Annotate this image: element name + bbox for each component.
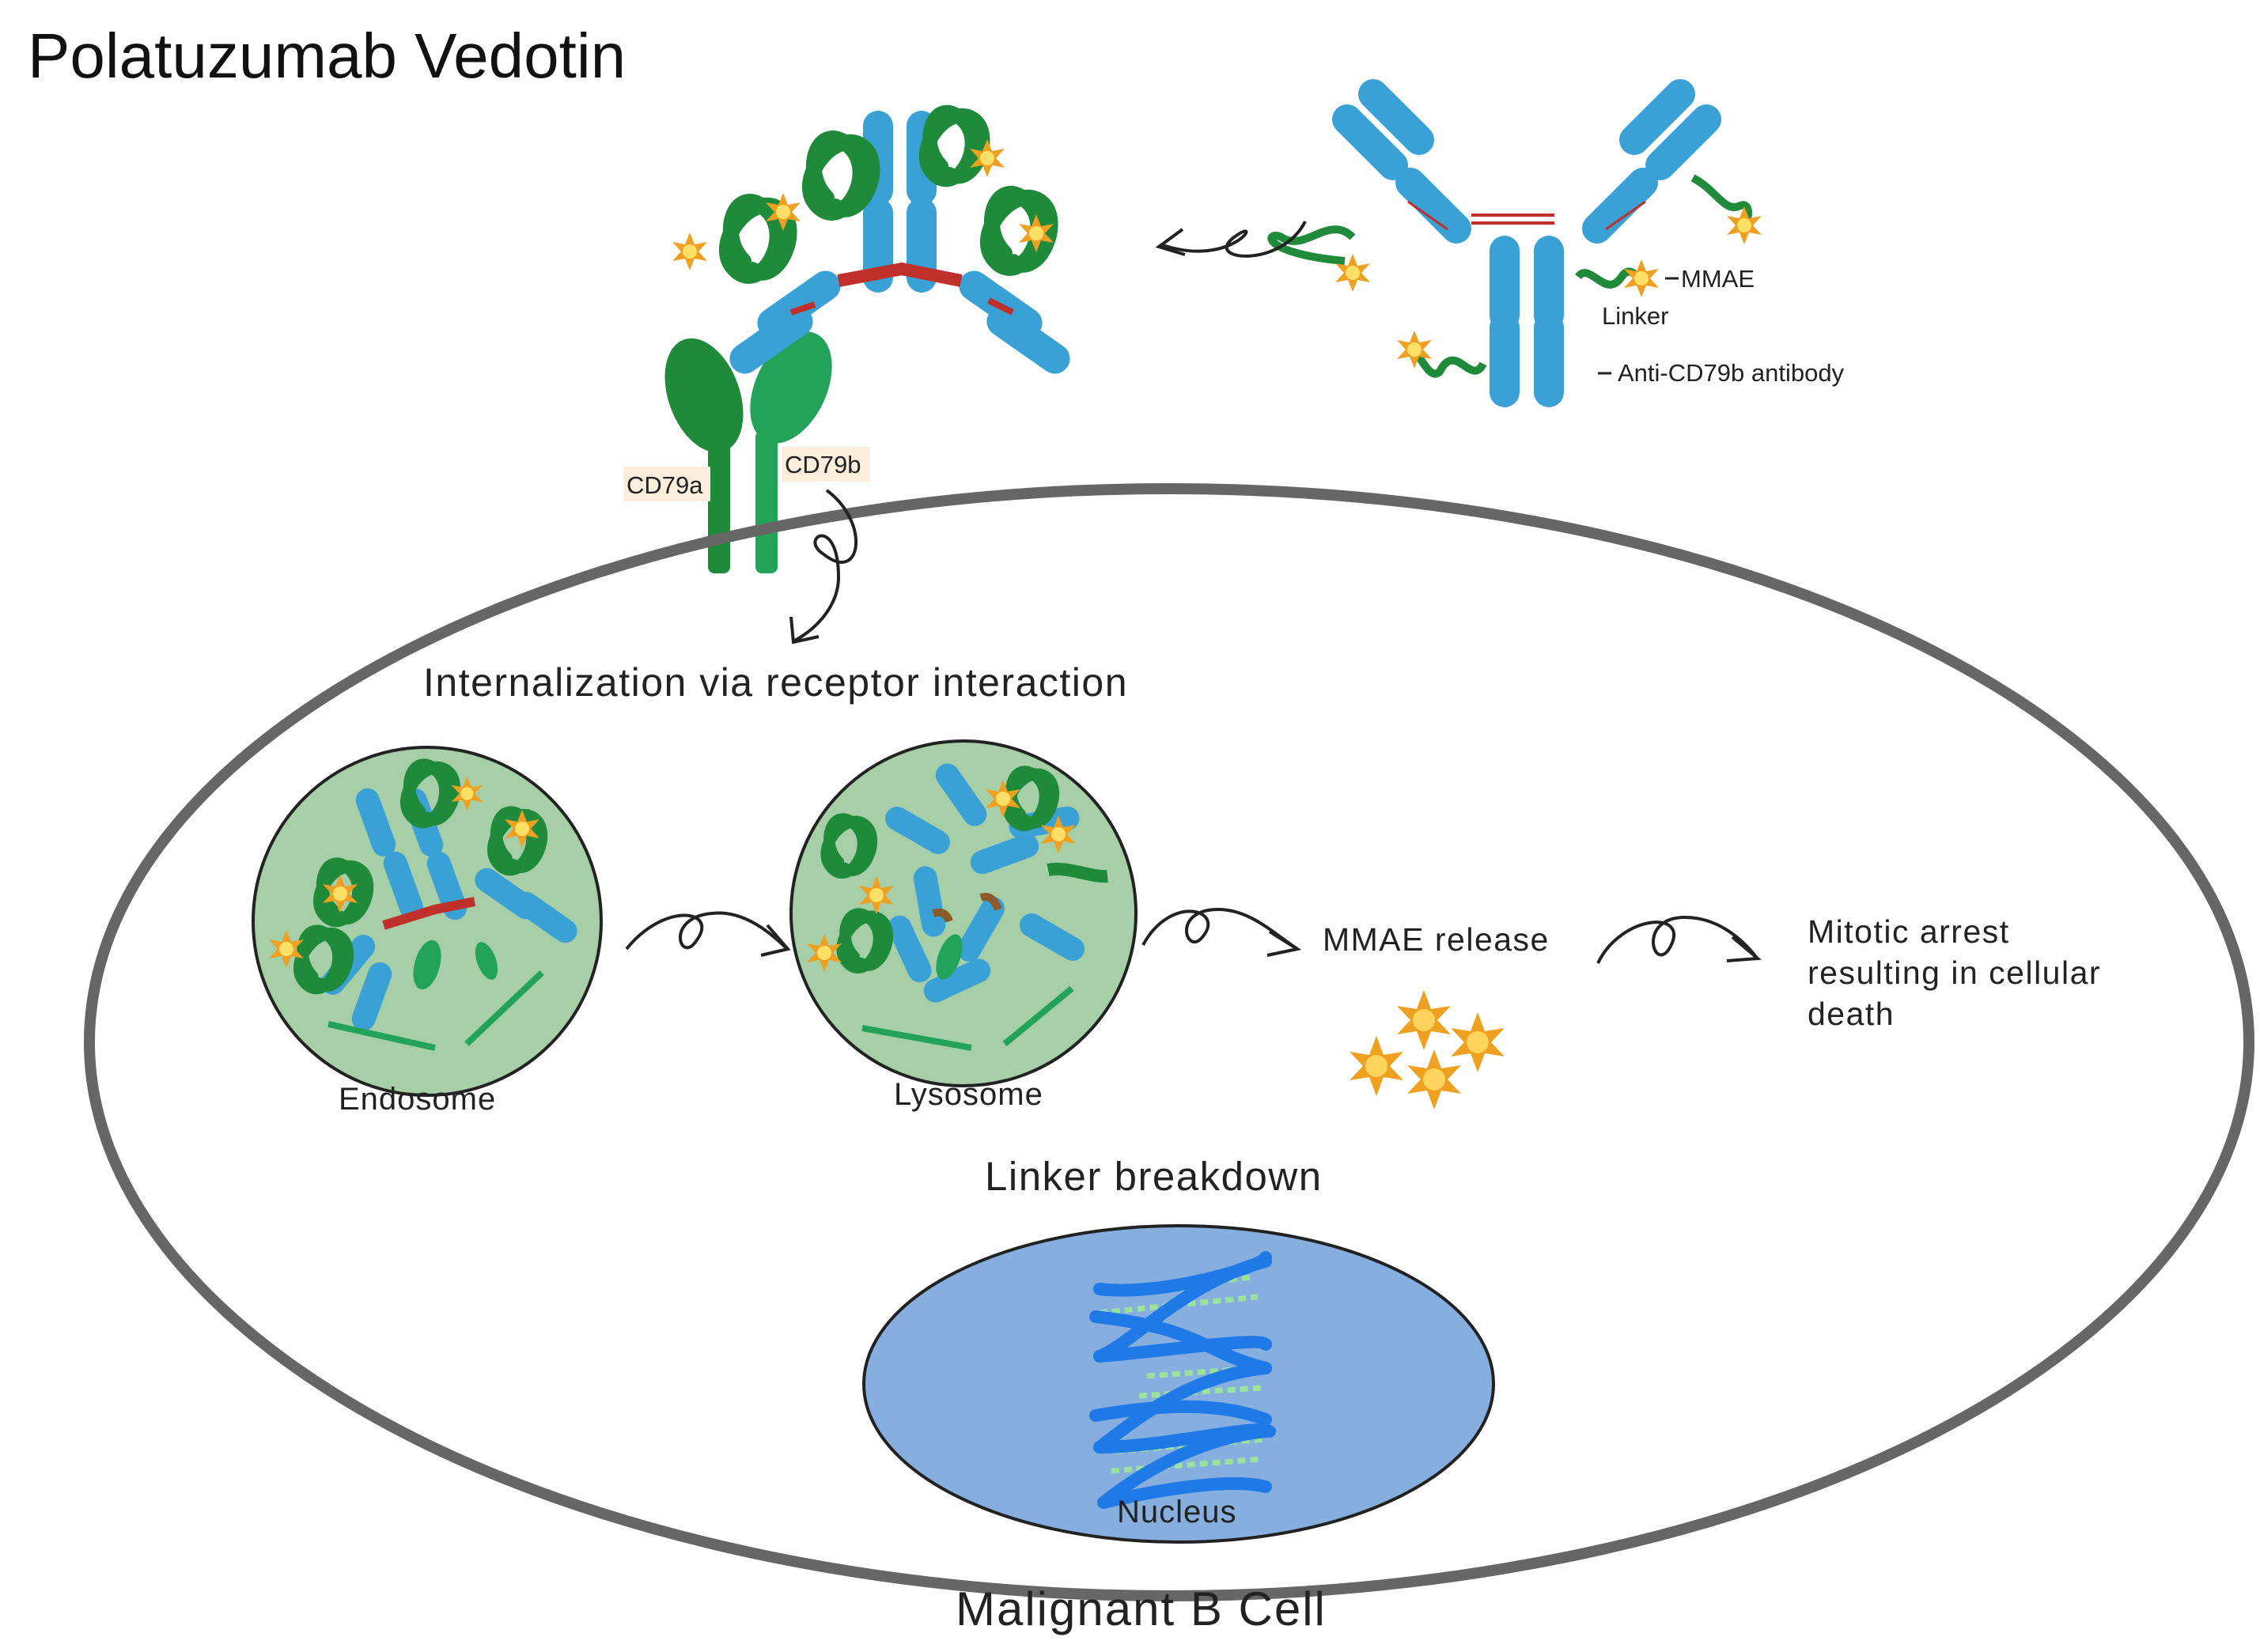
- receptor-labels: CD79a CD79b: [623, 447, 870, 501]
- page-title: Polatuzumab Vedotin: [28, 21, 626, 91]
- dna-helix: [1089, 1251, 1276, 1509]
- cell-label: Malignant B Cell: [956, 1582, 1327, 1635]
- curly-arrow-endo-to-lyso: [625, 911, 789, 951]
- released-mmae-payloads: [1350, 990, 1505, 1110]
- endosome-label: Endosome: [339, 1082, 496, 1117]
- internalization-label: Internalization via receptor interaction: [423, 660, 1128, 705]
- arrowhead-icon: [1726, 936, 1762, 962]
- mitotic-line-2: resulting in cellular: [1808, 955, 2101, 991]
- cell-membrane: [84, 483, 2254, 1601]
- linker-breakdown-label: Linker breakdown: [985, 1154, 1323, 1199]
- cd79b-label: CD79b: [785, 451, 861, 478]
- curly-arrow-binding: [1162, 221, 1307, 258]
- arrowhead-icon: [1266, 930, 1302, 957]
- adc-structure: [1267, 73, 1762, 407]
- curly-arrow-release-to-death: [1596, 915, 1758, 964]
- mitotic-line-3: death: [1808, 996, 1895, 1032]
- lysosome: [789, 739, 1138, 1087]
- mmae-label: MMAE: [1681, 265, 1755, 293]
- adc-legend: MMAE Linker Anti-CD79b antibody: [1598, 265, 1845, 387]
- arrowhead-icon: [789, 616, 820, 645]
- nucleus-label: Nucleus: [1117, 1495, 1237, 1529]
- cd79a-label: CD79a: [627, 471, 703, 499]
- curly-arrow-lyso-to-release: [1141, 907, 1299, 951]
- arrowhead-icon: [1155, 228, 1186, 256]
- arrowhead-icon: [760, 924, 791, 957]
- mitotic-line-1: Mitotic arrest: [1808, 913, 2010, 950]
- linker-label: Linker: [1602, 302, 1668, 330]
- mitotic-arrest-text: Mitotic arrest resulting in cellular dea…: [1808, 913, 2101, 1032]
- antibody-label: Anti-CD79b antibody: [1618, 359, 1845, 387]
- endosome: [252, 746, 603, 1097]
- bound-adc: [664, 111, 1077, 573]
- lysosome-label: Lysosome: [894, 1077, 1043, 1112]
- nucleus: [862, 1224, 1495, 1544]
- curly-arrow-internalization: [794, 489, 858, 642]
- mmae-release-label: MMAE release: [1323, 921, 1550, 958]
